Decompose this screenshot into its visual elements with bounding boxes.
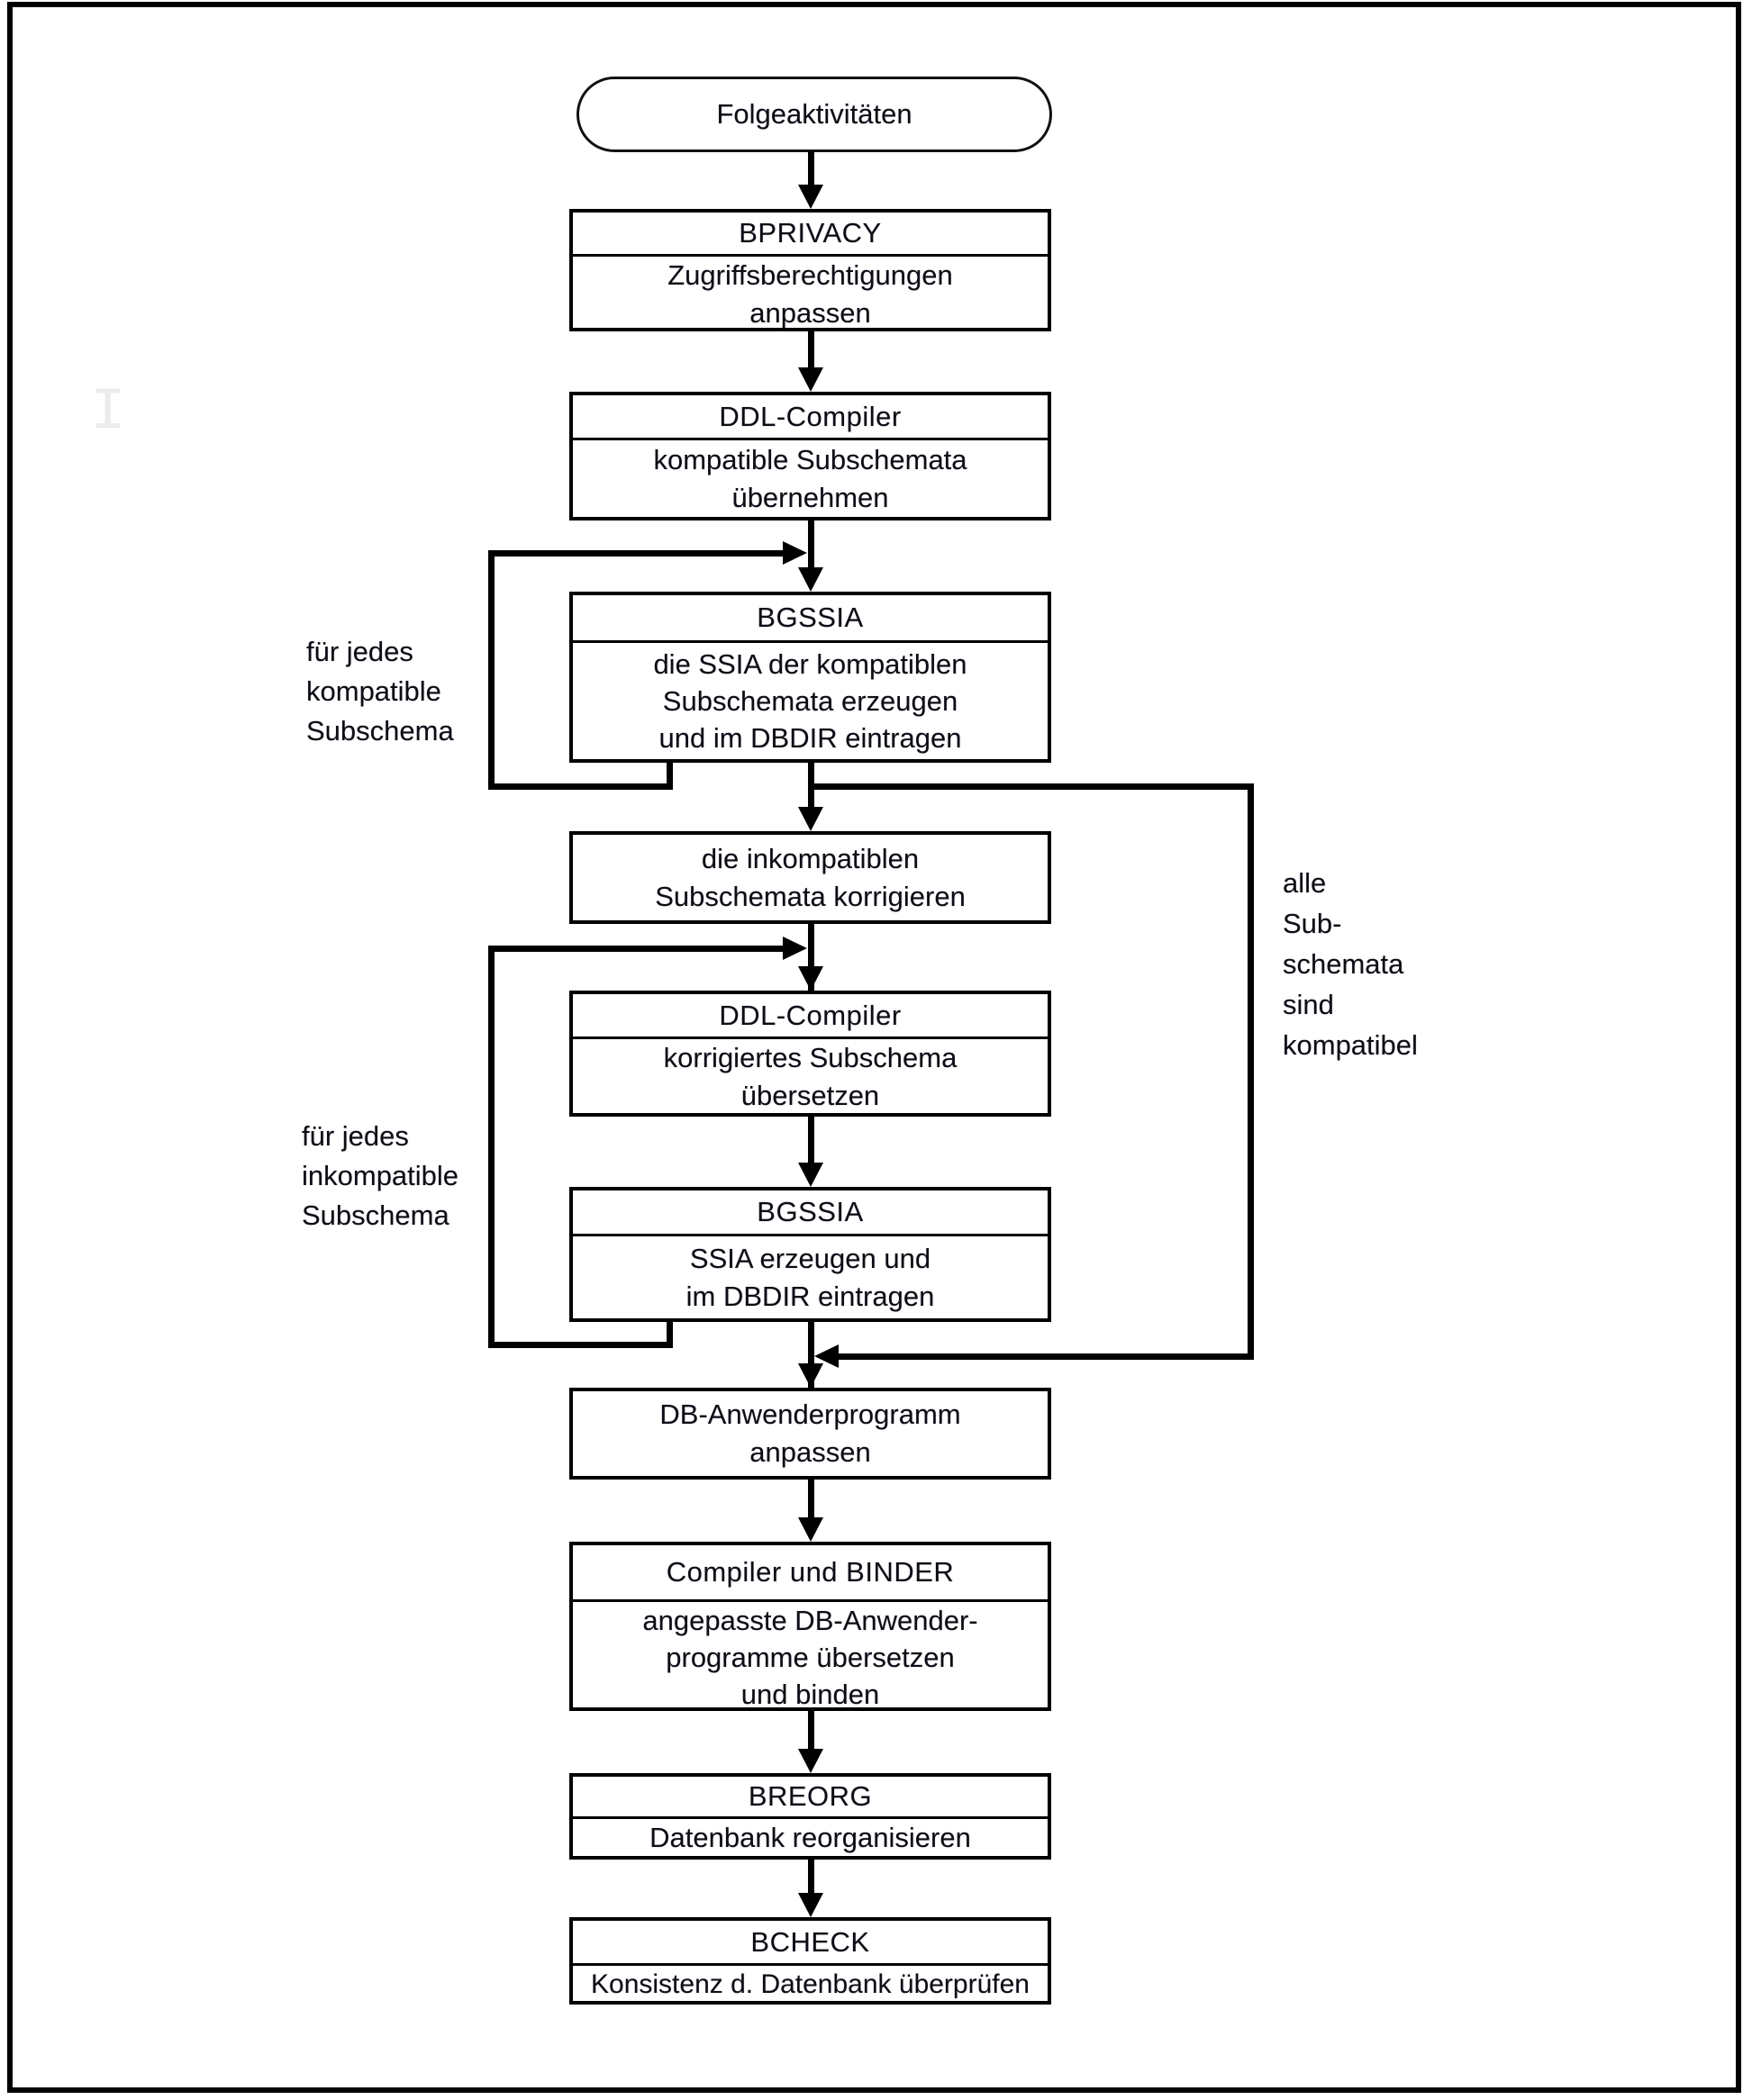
loop2-label-line: Subschema [302, 1199, 449, 1231]
node-db-anwenderprogramm-body-line: anpassen [749, 1436, 871, 1468]
connector-binder-breorg-arrowhead [798, 1749, 823, 1773]
node-bgssia-1: BGSSIA die SSIA der kompatiblen Subschem… [569, 592, 1051, 763]
loop1-label: für jedes kompatible Subschema [306, 632, 454, 751]
connector-inkompat-ddl2-line [808, 924, 814, 991]
loop2-stub-line [667, 1322, 673, 1348]
bypass-label-line: sind [1283, 989, 1334, 1020]
node-ddl-compiler-1: DDL-Compiler kompatible Subschemata über… [569, 392, 1051, 520]
connector-breorg-bcheck-line [808, 1860, 814, 1899]
loop1-left-line [488, 550, 495, 790]
connector-inkompat-ddl2-arrowhead [798, 966, 823, 991]
node-breorg: BREORG Datenbank reorganisieren [569, 1773, 1051, 1860]
connector-bprivacy-ddl1-line [808, 330, 814, 374]
node-bgssia-2: BGSSIA SSIA erzeugen und im DBDIR eintra… [569, 1187, 1051, 1322]
loop1-top-line [488, 550, 785, 557]
node-compiler-binder-title: Compiler und BINDER [573, 1545, 1048, 1602]
connector-ddl1-bgssia1-arrowhead [798, 567, 823, 592]
bypass-label-line: alle [1283, 867, 1327, 899]
bypass-right-line [1248, 783, 1254, 1360]
bypass-label-line: schemata [1283, 948, 1404, 980]
connector-ddl1-bgssia1-line [808, 520, 814, 574]
node-db-anwenderprogramm-body-line: DB-Anwenderprogramm [659, 1398, 961, 1430]
node-bprivacy: BPRIVACY Zugriffsberechtigungen anpassen [569, 209, 1051, 331]
node-ddl-compiler-1-body-line: kompatible Subschemata [653, 443, 967, 475]
node-compiler-binder-body-line: angepasste DB-Anwender- [642, 1605, 978, 1636]
bypass-label-line: Sub- [1283, 908, 1342, 939]
start-node-folgeaktivitaeten: Folgeaktivitäten [576, 77, 1052, 152]
loop1-bottom-line [488, 783, 673, 790]
node-bprivacy-body-line: Zugriffsberechtigungen [667, 259, 953, 291]
scan-artifact-glyph: I [90, 378, 126, 446]
connector-ddl2-bgssia2-line [808, 1117, 814, 1169]
connector-binder-breorg-line [808, 1711, 814, 1755]
bypass-return-line [839, 1353, 1254, 1360]
loop2-left-line [488, 946, 495, 1348]
node-ddl-compiler-2-body-line: übersetzen [740, 1080, 880, 1111]
node-db-anwenderprogramm: DB-Anwenderprogramm anpassen [569, 1388, 1051, 1480]
node-bgssia-1-body-line: die SSIA der kompatiblen [653, 648, 967, 680]
node-compiler-binder: Compiler und BINDER angepasste DB-Anwend… [569, 1542, 1051, 1711]
connector-start-bprivacy-line [808, 151, 814, 191]
node-bprivacy-title: BPRIVACY [573, 213, 1048, 257]
loop2-label-line: für jedes [302, 1120, 409, 1152]
node-compiler-binder-body-line: und binden [740, 1679, 880, 1710]
loop1-label-line: für jedes [306, 636, 413, 667]
bypass-branch-line [808, 783, 1254, 790]
node-inkompatible-korrigieren: die inkompatiblen Subschemata korrigiere… [569, 831, 1051, 924]
node-bprivacy-body-line: anpassen [749, 297, 871, 329]
page-border [7, 2, 1741, 2093]
bypass-return-arrowhead [814, 1344, 839, 1368]
node-bgssia-1-body-line: Subschemata erzeugen [662, 685, 958, 717]
node-bgssia-1-body-line: und im DBDIR eintragen [658, 722, 962, 754]
loop2-label-line: inkompatible [302, 1160, 459, 1191]
node-ddl-compiler-2: DDL-Compiler korrigiertes Subschema über… [569, 991, 1051, 1117]
node-breorg-title: BREORG [573, 1777, 1048, 1819]
bypass-label: alle Sub- schemata sind kompatibel [1283, 863, 1418, 1065]
bypass-label-line: kompatibel [1283, 1029, 1418, 1061]
node-inkompatible-korrigieren-body-line: die inkompatiblen [701, 842, 920, 874]
loop2-reentry-arrowhead [783, 937, 807, 960]
node-bgssia-2-body-line: SSIA erzeugen und [689, 1242, 931, 1274]
connector-bprivacy-ddl1-arrowhead [798, 367, 823, 392]
connector-breorg-bcheck-arrowhead [798, 1893, 823, 1917]
connector-dbprog-binder-arrowhead [798, 1517, 823, 1542]
node-bgssia-1-title: BGSSIA [573, 595, 1048, 643]
connector-dbprog-binder-line [808, 1480, 814, 1524]
node-breorg-body-line: Datenbank reorganisieren [649, 1822, 971, 1853]
node-compiler-binder-body-line: programme übersetzen [666, 1642, 955, 1673]
node-bcheck-title: BCHECK [573, 1921, 1048, 1966]
node-bgssia-2-title: BGSSIA [573, 1190, 1048, 1236]
node-bgssia-2-body-line: im DBDIR eintragen [685, 1280, 935, 1312]
node-inkompatible-korrigieren-body-line: Subschemata korrigieren [655, 880, 966, 912]
loop2-bottom-line [488, 1342, 673, 1348]
start-node-label: Folgeaktivitäten [716, 98, 912, 130]
node-ddl-compiler-1-body-line: übernehmen [731, 481, 889, 513]
loop1-reentry-arrowhead [783, 541, 807, 565]
node-bcheck: BCHECK Konsistenz d. Datenbank überprüfe… [569, 1917, 1051, 2005]
node-ddl-compiler-2-title: DDL-Compiler [573, 994, 1048, 1039]
node-ddl-compiler-2-body-line: korrigiertes Subschema [663, 1042, 958, 1073]
loop1-stub-line [667, 763, 673, 790]
connector-bgssia1-inkompat-arrowhead [798, 807, 823, 831]
node-ddl-compiler-1-title: DDL-Compiler [573, 395, 1048, 440]
connector-ddl2-bgssia2-arrowhead [798, 1163, 823, 1187]
connector-bgssia2-dbprog-line [808, 1322, 814, 1388]
loop1-label-line: kompatible [306, 675, 441, 707]
connector-start-bprivacy-arrowhead [798, 185, 823, 209]
loop1-label-line: Subschema [306, 715, 454, 747]
node-bcheck-body-line: Konsistenz d. Datenbank überprüfen [591, 1969, 1030, 1999]
loop2-top-line [488, 946, 785, 952]
loop2-label: für jedes inkompatible Subschema [302, 1117, 458, 1236]
